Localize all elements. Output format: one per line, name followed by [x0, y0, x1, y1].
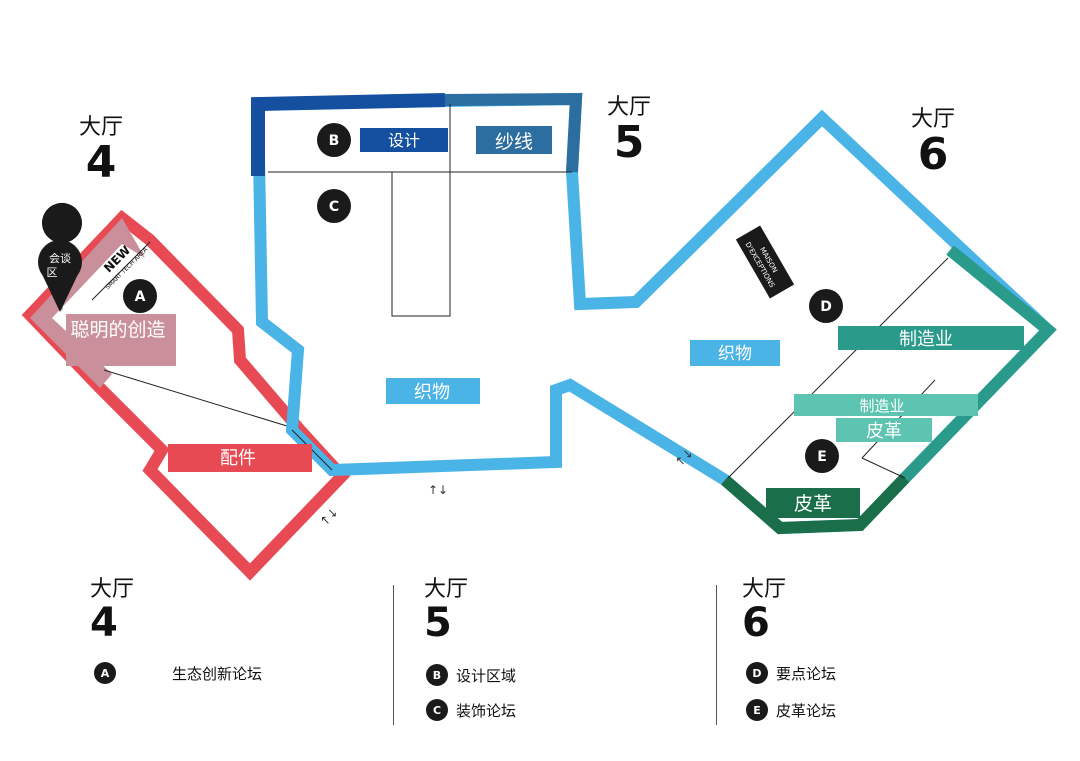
- svg-text:织物: 织物: [414, 382, 450, 403]
- zone-textiles-hall5: 织物: [386, 378, 480, 404]
- zone-leather-bottom: 皮革: [766, 488, 860, 518]
- hall-5-dark-edge: [251, 93, 446, 176]
- legend-hall-6: 大厅 6: [742, 577, 787, 646]
- zone-yarn: 纱线: [476, 126, 552, 154]
- zone-manufacturing-big: 制造业: [838, 326, 1024, 350]
- svg-text:C: C: [329, 199, 339, 215]
- legend-hall-word: 大厅: [424, 577, 469, 602]
- legend-label: 生态创新论坛: [172, 664, 263, 683]
- hall-number: 6: [917, 129, 949, 180]
- hall-4-pink-zone: [30, 218, 145, 388]
- legend-item-c[interactable]: C 装饰论坛: [426, 699, 516, 721]
- hall-6-inner-line: [727, 257, 949, 479]
- legend-marker: C: [426, 699, 448, 721]
- svg-text:织物: 织物: [718, 344, 752, 364]
- meeting-area-pin: 会谈 区: [38, 202, 82, 312]
- svg-text:会谈: 会谈: [49, 252, 71, 265]
- hall-5-label: 大厅 5: [598, 96, 660, 166]
- marker-a[interactable]: A: [123, 279, 157, 313]
- zone-textiles-hall6: 织物: [690, 340, 780, 366]
- hall-6-teal-edge: [900, 245, 1057, 483]
- legend-hall-number: 4: [90, 600, 118, 646]
- legend-label: 设计区域: [456, 666, 517, 685]
- legend-label: 皮革论坛: [776, 701, 837, 720]
- marker-e[interactable]: E: [805, 439, 839, 473]
- marker-c[interactable]: C: [317, 189, 351, 223]
- legend-hall-number: 5: [424, 600, 452, 646]
- svg-text:区: 区: [47, 266, 58, 279]
- hall-number: 4: [85, 137, 117, 188]
- hall-word: 大厅: [910, 107, 955, 132]
- legend-marker: E: [746, 699, 768, 721]
- zone-design: 设计: [360, 128, 448, 152]
- svg-text:皮革: 皮革: [794, 493, 832, 515]
- hall-4-inner-line: [91, 241, 151, 301]
- zone-accessories: 配件: [168, 444, 312, 472]
- svg-text:A: A: [135, 289, 146, 305]
- legend-hall-4: 大厅 4: [90, 577, 135, 646]
- hall-6-green-edge: [721, 473, 910, 535]
- svg-text:皮革: 皮革: [866, 421, 902, 442]
- hall-word: 大厅: [606, 95, 651, 120]
- legend-marker: D: [746, 662, 768, 684]
- legend-marker: A: [94, 662, 116, 684]
- hall-5-inner-box: [391, 171, 451, 317]
- legend-marker: B: [426, 664, 448, 686]
- legend-divider: [393, 585, 394, 725]
- legend-hall-word: 大厅: [90, 577, 135, 602]
- svg-text:纱线: 纱线: [495, 131, 533, 153]
- hall-word: 大厅: [78, 115, 123, 140]
- transfer-arrows-icon: ↑↓: [428, 483, 448, 497]
- hall-4-label: 大厅 4: [70, 116, 132, 186]
- legend-item-b[interactable]: B 设计区域: [426, 664, 516, 686]
- legend-hall-number: 6: [742, 600, 770, 646]
- hall-6-inner-line: [861, 457, 906, 479]
- svg-text:配件: 配件: [220, 448, 256, 469]
- svg-text:B: B: [329, 133, 340, 149]
- hall-5-dark-edge-2: [444, 92, 583, 173]
- hall-6-area: [721, 245, 1057, 535]
- zone-smart-creation: 聪明的创造: [66, 314, 176, 366]
- hall-number: 5: [613, 117, 645, 168]
- transfer-arrows-icon: ↑↓: [317, 505, 341, 529]
- hall-4-inner-line: [103, 369, 301, 431]
- legend-item-e[interactable]: E 皮革论坛: [746, 699, 836, 721]
- legend-hall-5: 大厅 5: [424, 577, 469, 646]
- legend-item-d[interactable]: D 要点论坛: [746, 662, 836, 684]
- svg-text:E: E: [817, 449, 827, 465]
- legend-divider: [716, 585, 717, 725]
- marker-d[interactable]: D: [809, 289, 843, 323]
- legend-hall-word: 大厅: [742, 577, 787, 602]
- zone-leather-mid: 皮革: [836, 418, 932, 442]
- svg-text:设计: 设计: [388, 131, 420, 150]
- legend-label: 装饰论坛: [456, 701, 517, 720]
- legend-item-a[interactable]: A 生态创新论坛: [94, 662, 262, 684]
- maison-exceptions-label: MAISON D'EXCEPTIONS: [735, 225, 795, 299]
- svg-text:D: D: [820, 299, 832, 315]
- svg-text:制造业: 制造业: [859, 397, 904, 415]
- hall-6-label: 大厅 6: [902, 108, 964, 178]
- svg-text:聪明的创造: 聪明的创造: [70, 319, 165, 341]
- legend-label: 要点论坛: [776, 664, 837, 683]
- zone-manufacturing-small: 制造业: [794, 394, 978, 416]
- hall-4-area: [21, 209, 351, 581]
- svg-text:制造业: 制造业: [899, 329, 953, 350]
- marker-b[interactable]: B: [317, 123, 351, 157]
